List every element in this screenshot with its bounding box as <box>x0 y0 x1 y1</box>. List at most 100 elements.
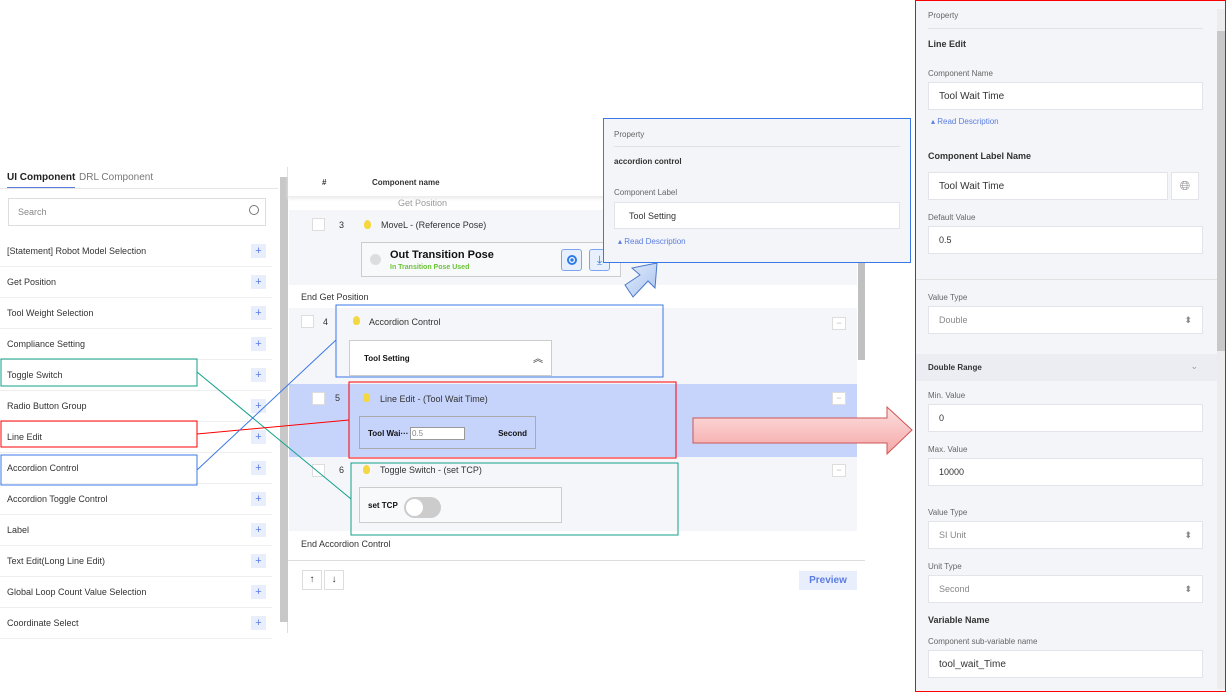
default-value-label: Default Value <box>928 213 976 222</box>
col-num: # <box>322 178 327 187</box>
add-icon[interactable]: + <box>251 461 266 475</box>
add-icon[interactable]: + <box>251 430 266 444</box>
add-icon[interactable]: + <box>251 523 266 537</box>
collapse-button[interactable]: − <box>832 464 846 477</box>
list-item[interactable]: Compliance Setting + <box>0 329 272 360</box>
value-type-select[interactable]: Double⬍ <box>928 306 1203 334</box>
unit-value-type-select[interactable]: SI Unit ⬍ <box>928 521 1203 549</box>
record-button[interactable] <box>561 249 582 271</box>
row-num: 4 <box>323 317 329 327</box>
search-icon[interactable] <box>249 205 259 215</box>
row-checkbox[interactable] <box>312 218 325 231</box>
row-checkbox[interactable] <box>312 464 325 477</box>
line-edit-input[interactable]: 0.5 <box>410 427 465 440</box>
table-scrollbar[interactable] <box>858 225 865 360</box>
unit-type-select[interactable]: Second ⬍ <box>928 575 1203 603</box>
scrollbar[interactable] <box>280 177 288 622</box>
list-item[interactable]: Accordion Control+ <box>0 453 272 484</box>
list-item-label: [Statement] Robot Model Selection <box>7 246 147 256</box>
select-arrows-icon: ⬍ <box>1184 529 1192 540</box>
end-get-position: End Get Position <box>301 292 369 302</box>
list-item[interactable]: [Statement] Robot Model Selection + <box>0 236 272 267</box>
sub-variable-input[interactable]: tool_wait_Time <box>928 650 1203 678</box>
line-edit-property-panel: Property Line Edit Component Name Tool W… <box>915 0 1226 692</box>
add-icon[interactable]: + <box>251 585 266 599</box>
unit-type-value: Second <box>939 584 970 594</box>
component-label-input[interactable]: Tool Setting <box>614 202 900 229</box>
list-item[interactable]: Radio Button Group+ <box>0 391 272 422</box>
list-item[interactable]: Text Edit(Long Line Edit) + <box>0 546 272 577</box>
row-name: Toggle Switch - (set TCP) <box>380 465 482 475</box>
toggle-label: set TCP <box>368 501 398 510</box>
add-icon[interactable]: + <box>251 554 266 568</box>
table-row-5-selected[interactable]: 5 Line Edit - (Tool Wait Time) Tool Wai·… <box>289 384 857 457</box>
component-list-panel: UI Component DRL Component Search [State… <box>0 167 288 639</box>
preview-button[interactable]: Preview <box>799 571 857 590</box>
add-icon[interactable]: + <box>251 492 266 506</box>
max-value-input[interactable]: 10000 <box>928 458 1203 486</box>
select-arrows-icon: ⬍ <box>1184 583 1192 594</box>
accordion-title: Tool Setting <box>364 354 410 363</box>
row-checkbox[interactable] <box>301 315 314 328</box>
move-up-button[interactable]: ↑ <box>302 570 322 590</box>
label-name-input[interactable]: Tool Wait Time <box>928 172 1168 200</box>
toggle-switch[interactable] <box>404 497 441 518</box>
search-input[interactable]: Search <box>8 198 266 226</box>
table-row-4[interactable]: 4 Accordion Control Tool Setting ︽ − <box>289 308 857 384</box>
component-name-input[interactable]: Tool Wait Time <box>928 82 1203 110</box>
read-description-link[interactable]: ▴ Read Description <box>931 117 999 126</box>
variable-name-heading: Variable Name <box>928 615 990 625</box>
component-name-label: Component Name <box>928 69 993 78</box>
list-item[interactable]: Line Edit+ <box>0 422 272 453</box>
add-icon[interactable]: + <box>251 306 266 320</box>
tab-drl-component[interactable]: DRL Component <box>79 172 154 183</box>
list-item[interactable]: Toggle Switch+ <box>0 360 272 391</box>
read-description-link[interactable]: ▴ Read Description <box>618 237 686 246</box>
list-item[interactable]: Label + <box>0 515 272 546</box>
list-item[interactable]: Tool Weight Selection + <box>0 298 272 329</box>
list-item[interactable]: Get Position+ <box>0 267 272 298</box>
min-label: Min. Value <box>928 391 966 400</box>
list-item-label: Compliance Setting <box>7 339 86 349</box>
chevron-up-icon[interactable]: ︽ <box>533 354 543 365</box>
add-icon[interactable]: + <box>251 399 266 413</box>
range-heading: Double Range <box>928 363 982 372</box>
row-name: Line Edit - (Tool Wait Time) <box>380 394 488 404</box>
collapse-button[interactable]: − <box>832 392 846 405</box>
table-row-6[interactable]: 6 Toggle Switch - (set TCP) set TCP − <box>289 457 857 531</box>
list-item-label: Label <box>7 525 30 535</box>
min-value-input[interactable]: 0 <box>928 404 1203 432</box>
value-type2-value: SI Unit <box>939 530 967 540</box>
add-icon[interactable]: + <box>251 244 266 258</box>
double-range-section[interactable]: Double Range ⌄ <box>916 354 1218 381</box>
list-item-label: Text Edit(Long Line Edit) <box>7 556 106 566</box>
collapse-button[interactable]: − <box>832 317 846 330</box>
list-item-label: Coordinate Select <box>7 618 79 628</box>
move-down-button[interactable]: ↓ <box>324 570 344 590</box>
property-scrollbar[interactable] <box>1217 31 1225 351</box>
chevron-down-icon[interactable]: ⌄ <box>1190 361 1198 371</box>
popup-heading: accordion control <box>614 157 682 166</box>
download-icon: ⤓ <box>596 253 603 267</box>
add-icon[interactable]: + <box>251 616 266 630</box>
line-edit-card: Tool Wai··· 0.5 Second <box>359 416 536 449</box>
row-name: Accordion Control <box>369 317 441 327</box>
default-value-input[interactable]: 0.5 <box>928 226 1203 254</box>
list-item[interactable]: Accordion Toggle Control+ <box>0 484 272 515</box>
globe-icon[interactable]: 🌐︎ <box>1171 172 1199 200</box>
add-icon[interactable]: + <box>251 275 266 289</box>
property-heading: Line Edit <box>928 39 966 49</box>
row-checkbox[interactable] <box>312 392 325 405</box>
list-item-label: Tool Weight Selection <box>7 308 94 318</box>
bulb-icon <box>363 465 370 474</box>
toggle-card: set TCP <box>359 487 562 523</box>
accordion-card[interactable]: Tool Setting ︽ <box>349 340 552 376</box>
tab-ui-component[interactable]: UI Component <box>7 172 76 189</box>
add-icon[interactable]: + <box>251 368 266 382</box>
list-item[interactable]: Global Loop Count Value Selection+ <box>0 577 272 608</box>
col-name: Component name <box>372 178 440 187</box>
list-item[interactable]: Coordinate Select + <box>0 608 272 639</box>
add-icon[interactable]: + <box>251 337 266 351</box>
read-description-text: Read Description <box>624 237 686 246</box>
value-type2-label: Value Type <box>928 508 968 517</box>
